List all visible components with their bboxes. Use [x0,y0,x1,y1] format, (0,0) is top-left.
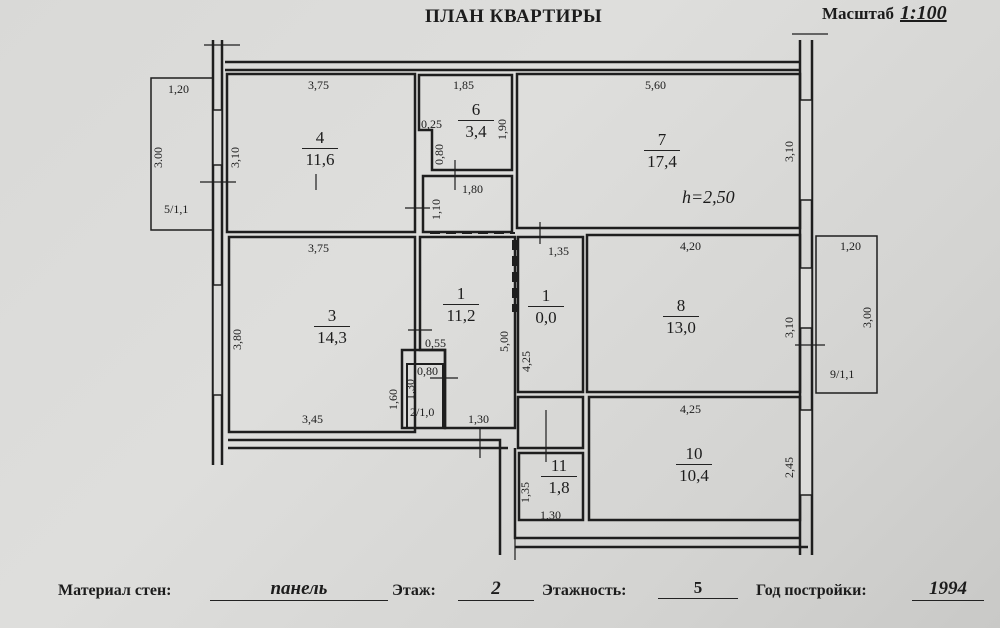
dim: 1,30 [403,379,417,400]
dim: 3,10 [782,141,796,162]
dim: 5,60 [645,78,666,92]
dim: 1,35 [518,482,532,503]
dim: 3,75 [308,78,329,92]
dim: 1,20 [840,239,861,253]
dim: 3,80 [230,329,244,350]
dim: 0,80 [432,144,446,165]
dim: 1,80 [462,182,483,196]
floor-value: 2 [458,578,534,601]
bath-2 [406,363,444,429]
window [212,109,223,166]
dim: 1,90 [495,119,509,140]
year-label: Год постройки: [756,582,867,599]
floor-label: Этаж: [392,582,436,599]
dim: 5,00 [497,331,511,352]
balcony-9-label: 9/1,1 [830,367,855,381]
scale-value: 1:100 [900,2,947,24]
dim: 4,25 [680,402,701,416]
dim: 3,75 [308,241,329,255]
balcony-9 [815,235,878,394]
material-value: панель [210,578,388,601]
dim: 3,10 [782,317,796,338]
floors-label: Этажность: [542,582,627,599]
ceiling-height: h=2,50 [682,187,735,207]
dim: 1,30 [540,508,561,522]
window [799,99,813,201]
room-6 [417,73,514,172]
balcony-5-label: 5/1,1 [164,202,189,216]
dim: 1,85 [453,78,474,92]
dim: 1,20 [168,82,189,96]
window [799,267,813,329]
dim: 0,25 [421,117,442,131]
window [212,284,223,396]
dim: 3,45 [302,412,323,426]
room-1b [516,235,585,394]
floors-value: 5 [658,578,738,599]
room-11 [517,451,585,522]
dim: 3.00 [151,147,165,168]
arch-opening [430,232,583,398]
room-3 [227,235,417,434]
page-title: ПЛАН КВАРТИРЫ [425,6,603,27]
bath-2-label: 2/1,0 [410,405,435,419]
dim: 4,25 [519,351,533,372]
door-mark [200,33,828,560]
material-label: Материал стен: [58,582,172,599]
dim: 1,30 [468,412,489,426]
dim: 1,10 [429,199,443,220]
dim: 4,20 [680,239,701,253]
dim: 1,60 [386,389,400,410]
dim: 0,80 [417,364,438,378]
dim: 3,00 [860,307,874,328]
dim: 0,55 [425,336,446,350]
year-value: 1994 [912,578,984,601]
room-4 [225,72,417,234]
hall-small [516,395,585,450]
window [799,409,813,496]
dim: 2,45 [782,457,796,478]
dim: 3,10 [228,147,242,168]
dim: 1,35 [548,244,569,258]
